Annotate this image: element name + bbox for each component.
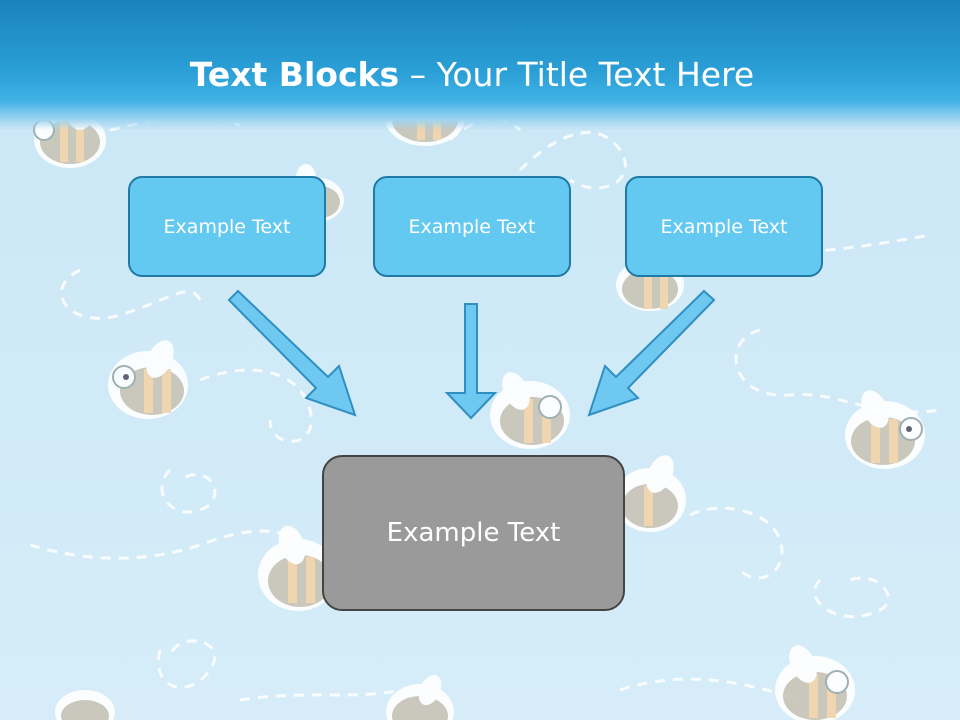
target-text-block-label: Example Text xyxy=(386,518,561,548)
arrow-right-icon xyxy=(587,289,716,417)
title-rest: Your Title Text Here xyxy=(436,55,755,94)
arrow-center-icon xyxy=(444,303,498,420)
arrow-left-icon xyxy=(227,289,357,417)
title-bar xyxy=(0,0,960,130)
page-title: Text Blocks – Your Title Text Here xyxy=(0,52,944,98)
text-block-1: Example Text xyxy=(128,176,326,277)
text-block-1-label: Example Text xyxy=(163,215,291,238)
text-block-2: Example Text xyxy=(373,176,571,277)
text-block-2-label: Example Text xyxy=(408,215,536,238)
title-dash: – xyxy=(399,55,437,94)
target-text-block: Example Text xyxy=(322,455,625,611)
title-bold: Text Blocks xyxy=(189,55,400,94)
text-block-3-label: Example Text xyxy=(660,215,788,238)
text-block-3: Example Text xyxy=(625,176,823,277)
